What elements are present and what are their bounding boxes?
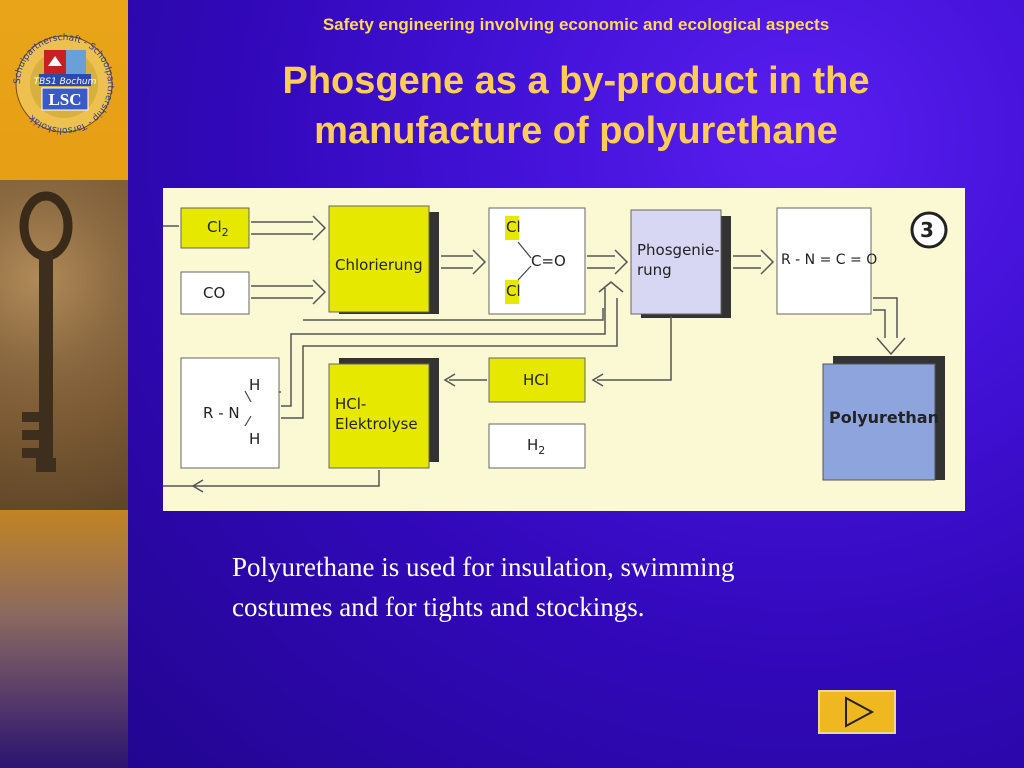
cl-top-highlight [505,216,519,240]
description-line-2: costumes and for tights and stockings. [232,592,645,622]
hcl-box [488,357,586,403]
arrow-cl2-chlorierung [251,221,313,235]
slide-title: Phosgene as a by-product in the manufact… [128,56,1024,156]
phosgene-cl-top: Cl [506,218,521,236]
cl2-label: Cl2 [207,218,229,239]
arrow-amine-feed [279,308,604,393]
key-icon [19,191,73,472]
next-slide-button[interactable] [818,690,896,734]
chlorierung-box [328,205,430,313]
slide-header: Safety engineering involving economic an… [322,15,830,34]
isocyanate-box [776,207,872,315]
step-number-label: 3 [920,218,934,242]
logo-school-text: TBS1 Bochum [34,77,97,87]
cl2-box [180,207,250,249]
polyurethan-box [822,363,936,481]
nh-bond-top [244,390,252,403]
arrow-isocyanate-polyurethan [873,297,898,338]
elektrolyse-label: HCl- Elektrolyse [335,395,418,433]
school-logo: Schulpartnerschaft - Schoolpartnership -… [6,6,122,156]
description-line-1: Polyurethane is used for insulation, swi… [232,552,735,582]
amine-h-top: H [249,376,261,394]
polyurethan-label: Polyurethan [829,408,939,427]
phosgene-cl-bottom: Cl [506,282,521,300]
amine-h-bottom: H [249,430,261,448]
arrow-amine-phosgenierung [281,288,618,419]
process-diagram: Cl2 CO Chlorierung Cl Cl C=O Phosgenie- … [163,188,965,511]
co-label: CO [203,284,226,302]
arrow-phosgenierung-isocyanate [733,255,761,269]
description-text: Polyurethane is used for insulation, swi… [232,547,932,627]
phosgene-co: C=O [531,252,566,270]
logo-badge-text: LSC [48,90,81,109]
arrow-chlorierung-phosgene [441,255,473,269]
key-photo [0,180,128,510]
phosgenierung-label: Phosgenie- rung [637,241,720,279]
line-elektrolyse-return [163,470,380,487]
play-triangle-icon [845,696,875,728]
chlorierung-label: Chlorierung [335,256,423,274]
nh-bond-bottom [244,415,252,427]
h2-box [488,423,586,469]
h2-label: H2 [527,436,546,457]
title-line-2: manufacture of polyurethane [314,110,838,152]
elektrolyse-box [328,363,430,469]
bond-top [517,241,532,259]
cl-bottom-highlight [505,280,519,304]
sidebar: Schulpartnerschaft - Schoolpartnership -… [0,0,128,768]
isocyanate-label: R - N = C = O [781,252,878,268]
step-number-badge [910,211,948,249]
arrow-co-chlorierung [251,285,313,299]
arrow-phosgene-phosgenierung [587,255,615,269]
hcl-label: HCl [523,371,549,389]
line-phosgenierung-hcl [597,316,672,381]
amine-r-label: R - N [203,404,240,422]
amine-box [180,357,280,469]
co-box [180,271,250,315]
bond-bottom [517,265,532,281]
title-line-1: Phosgene as a by-product in the [282,60,870,102]
phosgenierung-box [630,209,722,315]
